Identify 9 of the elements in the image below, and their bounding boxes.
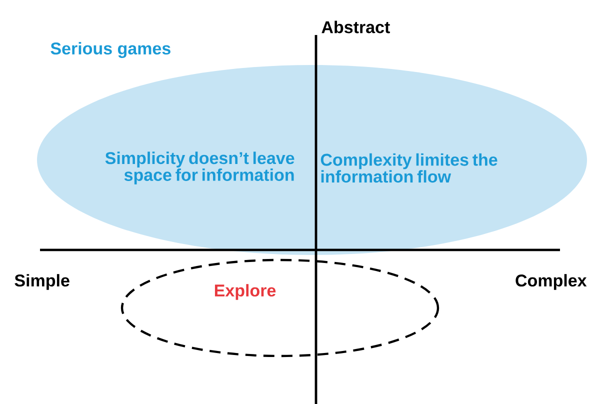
dashed-ellipse <box>120 258 440 358</box>
axis-label: Abstract <box>322 20 390 34</box>
axis-label: Simple <box>14 274 70 290</box>
ellipse <box>37 42 587 255</box>
node-text: Explore <box>214 284 276 300</box>
axis-label: Complex <box>516 274 587 290</box>
node-text: Simplicity doesn’t leave space for information <box>105 152 294 184</box>
node-text: Complexity limites the information flow <box>320 153 498 183</box>
heading: Serious games <box>50 42 170 58</box>
